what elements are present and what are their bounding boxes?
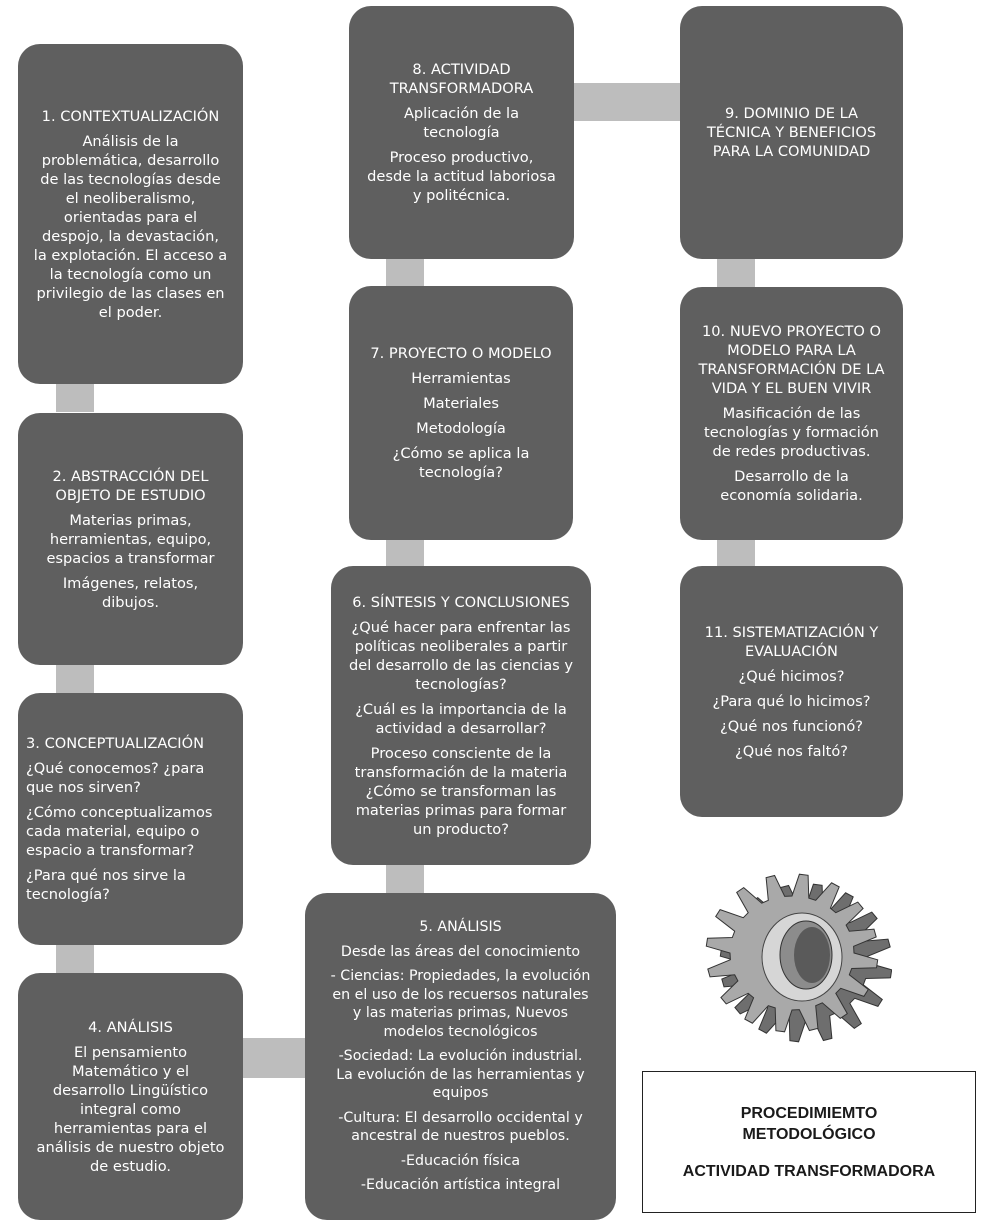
gear-bore-shadow xyxy=(794,927,830,983)
step-11-title: 11. SISTEMATIZACIÓN Y EVALUACIÓN xyxy=(704,623,879,660)
caption-line-3: ACTIVIDAD TRANSFORMADORA xyxy=(682,1162,936,1180)
step-8-title: 8. ACTIVIDAD TRANSFORMADORA xyxy=(389,61,534,97)
step-11-text-2: ¿Para qué lo hicimos? xyxy=(712,692,871,710)
step-5-text-6: -Educación artística integral xyxy=(360,1177,561,1194)
step-8-text-1: Aplicación de la tecnología xyxy=(403,105,520,141)
step-6-text-2: ¿Cuál es la importancia de la actividad … xyxy=(355,700,567,737)
step-3-conceptualizacion: 3. CONCEPTUALIZACIÓN ¿Qué conocemos? ¿pa… xyxy=(18,693,243,945)
step-3-title: 3. CONCEPTUALIZACIÓN xyxy=(26,735,205,752)
connector-6-7 xyxy=(386,540,424,566)
step-8-text-2: Proceso productivo, desde la actitud lab… xyxy=(367,149,556,204)
step-1-title: 1. CONTEXTUALIZACIÓN xyxy=(41,107,220,125)
connector-2-3 xyxy=(56,665,94,693)
connector-9-10 xyxy=(717,259,755,287)
step-11-text-3: ¿Qué nos funcionó? xyxy=(719,717,864,735)
step-9-title: 9. DOMINIO DE LA TÉCNICA Y BENEFICIOS PA… xyxy=(706,105,877,160)
step-7-text-1: Herramientas xyxy=(411,370,511,387)
step-10-text-2: Desarrollo de la economía solidaria. xyxy=(720,468,863,504)
connector-8-9 xyxy=(574,83,680,121)
step-11-text-4: ¿Qué nos faltó? xyxy=(734,742,849,760)
connector-3-4 xyxy=(56,945,94,973)
step-7-title: 7. PROYECTO O MODELO xyxy=(370,345,552,362)
step-8-actividad: 8. ACTIVIDAD TRANSFORMADORA Aplicación d… xyxy=(349,6,574,259)
gear-icon xyxy=(705,873,892,1043)
diagram-caption: PROCEDIMIEMTO METODOLÓGICO ACTIVIDAD TRA… xyxy=(642,1071,976,1213)
step-2-text-1: Materias primas, herramientas, equipo, e… xyxy=(46,511,215,567)
caption-line-1: PROCEDIMIEMTO xyxy=(740,1104,878,1122)
step-5-text-4: -Cultura: El desarrollo occidental y anc… xyxy=(338,1109,583,1145)
step-11-sistematizacion: 11. SISTEMATIZACIÓN Y EVALUACIÓN ¿Qué hi… xyxy=(680,566,903,817)
step-10-title: 10. NUEVO PROYECTO O MODELO PARA LA TRAN… xyxy=(698,323,885,397)
step-3-text-1: ¿Qué conocemos? ¿para que nos sirven? xyxy=(26,760,205,796)
caption-line-2: METODOLÓGICO xyxy=(742,1125,876,1143)
step-5-title: 5. ANÁLISIS xyxy=(419,919,502,936)
step-5-analisis: 5. ANÁLISIS Desde las áreas del conocimi… xyxy=(305,893,616,1220)
step-5-text-3: -Sociedad: La evolución industrial. La e… xyxy=(336,1048,585,1102)
step-11-text-1: ¿Qué hicimos? xyxy=(738,667,845,685)
step-3-text-2: ¿Cómo conceptualizamos cada material, eq… xyxy=(26,804,213,859)
connector-7-8 xyxy=(386,259,424,286)
step-10-nuevo-proyecto: 10. NUEVO PROYECTO O MODELO PARA LA TRAN… xyxy=(680,287,903,540)
step-4-title: 4. ANÁLISIS xyxy=(88,1018,173,1036)
step-4-analisis: 4. ANÁLISIS El pensamiento Matemático y … xyxy=(18,973,243,1220)
connector-1-2 xyxy=(56,384,94,412)
connector-10-11 xyxy=(717,540,755,566)
step-5-text-1: Desde las áreas del conocimiento xyxy=(340,943,581,960)
step-5-text-5: -Educación física xyxy=(400,1152,521,1169)
step-7-text-4: ¿Cómo se aplica la tecnología? xyxy=(392,445,530,481)
step-10-text-1: Masificación de las tecnologías y formac… xyxy=(704,405,879,460)
step-2-title: 2. ABSTRACCIÓN DEL OBJETO DE ESTUDIO xyxy=(52,467,209,504)
step-9-dominio: 9. DOMINIO DE LA TÉCNICA Y BENEFICIOS PA… xyxy=(680,6,903,259)
connector-5-6 xyxy=(386,865,424,893)
step-1-text: Análisis de la problemática, desarrollo … xyxy=(33,132,228,321)
step-1-contextualizacion: 1. CONTEXTUALIZACIÓN Análisis de la prob… xyxy=(18,44,243,384)
step-4-text: El pensamiento Matemático y el desarroll… xyxy=(36,1043,225,1175)
step-6-title: 6. SÍNTESIS Y CONCLUSIONES xyxy=(352,593,570,611)
step-5-text-2: - Ciencias: Propiedades, la evolución en… xyxy=(330,968,591,1040)
step-6-sintesis: 6. SÍNTESIS Y CONCLUSIONES ¿Qué hacer pa… xyxy=(331,566,591,865)
connector-4-5 xyxy=(243,1038,305,1078)
step-2-text-2: Imágenes, relatos, dibujos. xyxy=(62,574,199,611)
step-6-text-3: Proceso consciente de la transformación … xyxy=(354,744,568,838)
step-7-text-2: Materiales xyxy=(423,395,499,412)
step-6-text-1: ¿Qué hacer para enfrentar las políticas … xyxy=(348,618,574,693)
step-7-text-3: Metodología xyxy=(416,420,506,437)
step-3-text-3: ¿Para qué nos sirve la tecnología? xyxy=(26,867,186,903)
step-2-abstraccion: 2. ABSTRACCIÓN DEL OBJETO DE ESTUDIO Mat… xyxy=(18,413,243,665)
step-7-proyecto: 7. PROYECTO O MODELO Herramientas Materi… xyxy=(349,286,573,540)
